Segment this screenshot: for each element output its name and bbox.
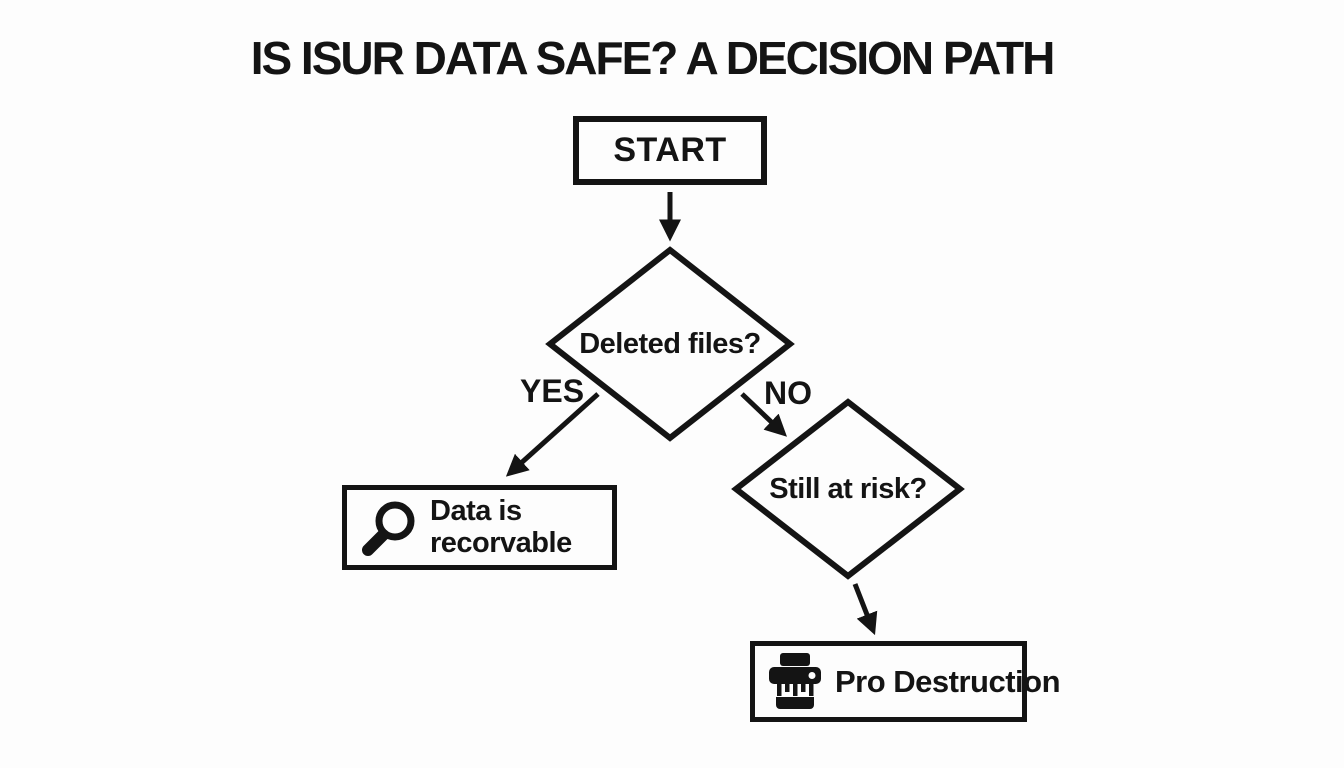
decision-deleted-files-label: Deleted files? bbox=[579, 328, 761, 360]
outcome-pro-destruction-node: Pro Destruction bbox=[750, 641, 1061, 722]
arrow-risk-to-destruction bbox=[852, 583, 878, 636]
decision-deleted-files-diamond bbox=[545, 246, 795, 442]
shredder-icon bbox=[769, 653, 821, 709]
outcome-data-recoverable-label: Data is recorvable bbox=[430, 494, 572, 560]
branch-no-label: NO bbox=[764, 375, 812, 411]
decision-still-at-risk-diamond bbox=[731, 398, 965, 580]
outcome-data-recoverable-label-line1: Data is bbox=[430, 494, 522, 527]
magnifier-icon bbox=[362, 501, 415, 556]
start-node-label: START bbox=[613, 131, 727, 169]
page-title: IS ISUR DATA SAFE? A DECISION PATH bbox=[250, 32, 1056, 84]
decision-still-at-risk-label: Still at risk? bbox=[769, 473, 927, 505]
outcome-data-recoverable-label-line2: recorvable bbox=[430, 526, 572, 559]
arrow-yes-branch bbox=[505, 392, 600, 477]
start-node: START bbox=[573, 116, 767, 185]
arrow-no-branch bbox=[740, 392, 787, 437]
branch-yes-label: YES bbox=[520, 373, 585, 409]
outcome-pro-destruction-label: Pro Destruction bbox=[835, 663, 1061, 699]
outcome-data-recoverable-node: Data is recorvable bbox=[342, 485, 617, 570]
